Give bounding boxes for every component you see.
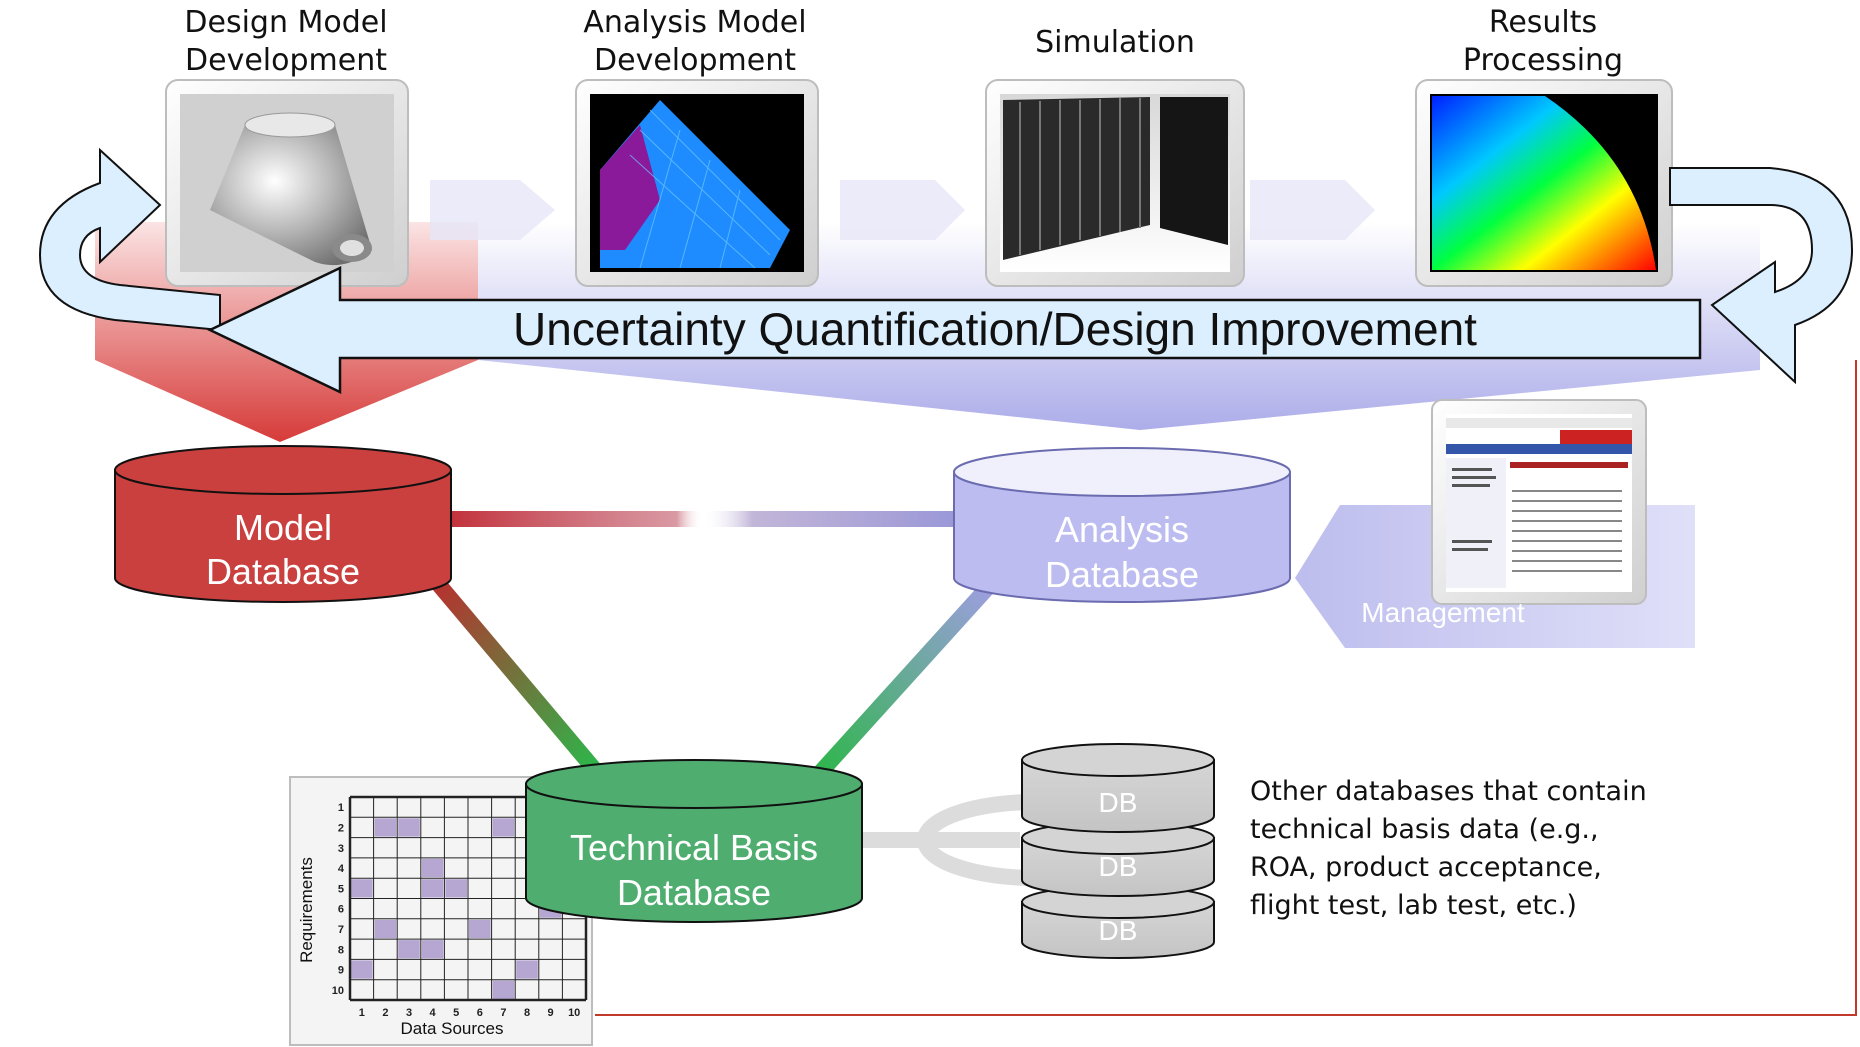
management-label: Management bbox=[1361, 597, 1525, 628]
other-db-desc-line2: technical basis data (e.g., bbox=[1250, 814, 1599, 845]
matrix-xlabel: Data Sources bbox=[401, 1019, 504, 1038]
other-db-description: Other databases that contain technical b… bbox=[1250, 776, 1647, 921]
matrix-filled-cell bbox=[445, 879, 467, 898]
other-db-3-label: DB bbox=[1099, 915, 1138, 946]
matrix-filled-cell bbox=[421, 879, 444, 898]
matrix-filled-cell bbox=[492, 818, 515, 837]
other-db-1-label: DB bbox=[1099, 787, 1138, 818]
model-db-line2: Database bbox=[206, 551, 360, 592]
other-db-2: DB bbox=[1021, 821, 1215, 897]
matrix-filled-cell bbox=[374, 818, 397, 837]
uq-feedback-arrow bbox=[207, 266, 1702, 394]
model-analysis-link bbox=[448, 511, 956, 527]
simulation-image bbox=[985, 79, 1245, 287]
matrix-col-label: 1 bbox=[359, 1007, 365, 1019]
matrix-filled-cell bbox=[492, 980, 515, 999]
management-screenshot bbox=[1431, 399, 1647, 605]
analysis-database: Analysis Database bbox=[953, 447, 1291, 603]
step-labels: Design Model Development Analysis Model … bbox=[184, 5, 1623, 78]
right-loop-arrow bbox=[1669, 167, 1854, 385]
technical-db-line1: Technical Basis bbox=[570, 827, 818, 868]
matrix-filled-cell bbox=[351, 879, 373, 898]
slide-border bbox=[595, 360, 1857, 1016]
matrix-col-label: 10 bbox=[568, 1007, 580, 1019]
matrix-filled-cell bbox=[398, 818, 420, 837]
matrix-col-label: 5 bbox=[453, 1007, 459, 1019]
matrix-row-label: 6 bbox=[338, 904, 344, 916]
analysis-model-image bbox=[575, 79, 819, 287]
technical-db-line2: Database bbox=[617, 872, 771, 913]
matrix-row-label: 7 bbox=[338, 924, 344, 936]
matrix-row-label: 1 bbox=[338, 802, 344, 814]
matrix-filled-cell bbox=[421, 940, 444, 959]
model-db-line1: Model bbox=[234, 507, 332, 548]
matrix-col-label: 6 bbox=[477, 1007, 483, 1019]
other-db-desc-line1: Other databases that contain bbox=[1250, 776, 1647, 807]
matrix-filled-cell bbox=[469, 919, 491, 939]
matrix-col-label: 8 bbox=[524, 1007, 530, 1019]
matrix-col-label: 3 bbox=[406, 1007, 412, 1019]
other-db-2-label: DB bbox=[1099, 851, 1138, 882]
matrix-filled-cell bbox=[421, 858, 444, 878]
design-model-image bbox=[165, 79, 409, 287]
other-db-desc-line3: ROA, product acceptance, bbox=[1250, 852, 1602, 883]
matrix-row-label: 8 bbox=[338, 944, 344, 956]
matrix-row-label: 4 bbox=[338, 863, 345, 875]
step3-label-line1: Simulation bbox=[1035, 25, 1195, 60]
matrix-ylabel: Requirements bbox=[297, 857, 316, 963]
analysis-db-line2: Database bbox=[1045, 554, 1199, 595]
step-chevrons bbox=[430, 180, 1375, 240]
step2-label-line2: Development bbox=[594, 43, 796, 78]
matrix-filled-cell bbox=[398, 940, 420, 959]
analysis-technical-link bbox=[812, 579, 996, 781]
left-loop-arrow bbox=[38, 147, 221, 332]
other-db-stack: DB DB DB bbox=[1021, 743, 1215, 959]
matrix-col-label: 2 bbox=[382, 1007, 388, 1019]
other-db-1: DB bbox=[1021, 743, 1215, 833]
results-image bbox=[1415, 79, 1673, 287]
step4-label-line2: Processing bbox=[1463, 43, 1623, 78]
matrix-row-label: 5 bbox=[338, 883, 344, 895]
matrix-row-label: 9 bbox=[338, 965, 344, 977]
matrix-col-label: 7 bbox=[500, 1007, 506, 1019]
matrix-col-label: 4 bbox=[430, 1007, 437, 1019]
matrix-filled-cell bbox=[374, 919, 397, 939]
matrix-col-label: 9 bbox=[548, 1007, 554, 1019]
step1-label-line2: Development bbox=[185, 43, 387, 78]
step1-label-line1: Design Model bbox=[184, 5, 387, 40]
matrix-filled-cell bbox=[351, 960, 373, 979]
matrix-row-label: 2 bbox=[338, 822, 344, 834]
technical-basis-database: Technical Basis Database bbox=[525, 759, 863, 923]
model-technical-link bbox=[428, 574, 602, 776]
step4-label-line1: Results bbox=[1489, 5, 1597, 40]
analysis-db-line1: Analysis bbox=[1055, 509, 1189, 550]
uq-feedback-label: Uncertainty Quantification/Design Improv… bbox=[513, 303, 1477, 355]
matrix-row-label: 10 bbox=[332, 985, 344, 997]
step2-label-line1: Analysis Model bbox=[583, 5, 806, 40]
model-database: Model Database bbox=[114, 445, 452, 603]
matrix-filled-cell bbox=[516, 960, 538, 979]
matrix-row-label: 3 bbox=[338, 843, 344, 855]
requirements-matrix: 1 2 3 4 5 6 7 8 9 10 1 2 3 4 5 6 7 8 9 10 Data Sources Requ… bbox=[289, 776, 593, 1046]
other-db-desc-line4: flight test, lab test, etc.) bbox=[1250, 890, 1577, 921]
